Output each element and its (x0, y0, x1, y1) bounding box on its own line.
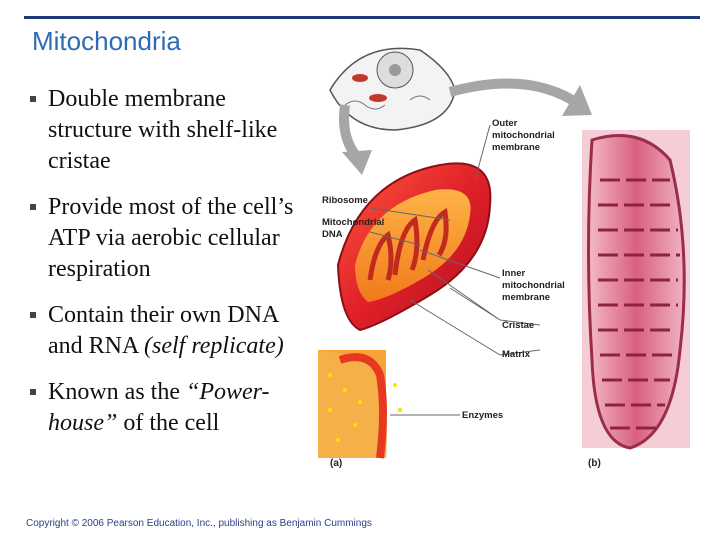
bullet-item: Contain their own DNA and RNA (self repl… (30, 300, 300, 362)
label-ribosome: Ribosome (322, 195, 368, 206)
label-outer-line3: membrane (492, 142, 540, 153)
label-outer-line2: mitochondrial (492, 130, 555, 141)
label-outer-line1: Outer (492, 118, 518, 129)
label-matrix: Matrix (502, 349, 531, 360)
label-panel-b: (b) (588, 458, 601, 469)
cell-sketch (329, 47, 456, 131)
label-mito-dna-line2: DNA (322, 229, 343, 240)
label-inner-line2: mitochondrial (502, 280, 565, 291)
copyright-notice: Copyright © 2006 Pearson Education, Inc.… (26, 518, 372, 529)
leader-lines (369, 124, 541, 416)
arrow-head-icon (342, 150, 372, 175)
slide-title: Mitochondria (32, 26, 181, 56)
bullet-item: Double membrane structure with shelf-lik… (30, 84, 300, 177)
bullet-marker (30, 312, 36, 318)
bullet-marker (30, 204, 36, 210)
bullet-list: Double membrane structure with shelf-lik… (30, 84, 300, 454)
matrix-closeup (318, 350, 402, 459)
arrow-head-icon (562, 85, 592, 116)
zoom-arrow-icon (448, 78, 583, 110)
title-rule (24, 16, 700, 19)
mitochondrion-model (336, 162, 492, 332)
bullet-text-italic: (self replicate) (144, 333, 284, 359)
bullet-text-italic: “Power-house” (48, 379, 270, 436)
bullet-text: Provide most of the cell’s ATP via aerob… (48, 194, 294, 282)
bullet-text: Contain their own DNA and RNA (48, 302, 278, 359)
bullet-marker (30, 389, 36, 395)
bullet-marker (30, 96, 36, 102)
micrograph-image (582, 130, 690, 450)
label-mito-dna-line1: Mitochondrial (322, 217, 384, 228)
label-cristae: Cristae (502, 320, 534, 331)
bullet-text: Double membrane structure with shelf-lik… (48, 86, 278, 174)
bullet-text: Known as the (48, 379, 186, 405)
label-enzymes: Enzymes (462, 410, 503, 421)
label-inner-line1: Inner (502, 268, 526, 279)
bullet-text: of the cell (117, 410, 220, 436)
mitochondrion-figure: Outer mitochondrial membrane Ribosome Mi… (318, 47, 690, 469)
bullet-item: Known as the “Power-house” of the cell (30, 377, 300, 439)
label-panel-a: (a) (330, 458, 342, 469)
label-inner-line3: membrane (502, 292, 550, 303)
bullet-item: Provide most of the cell’s ATP via aerob… (30, 192, 300, 285)
